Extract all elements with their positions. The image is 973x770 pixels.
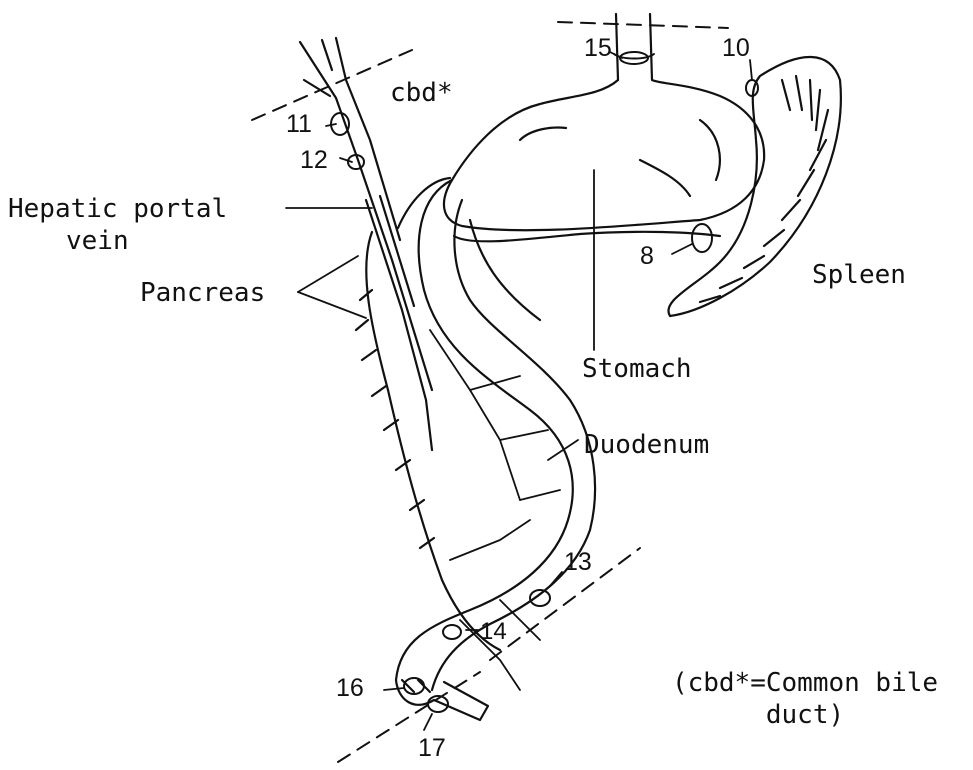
label-spleen: Spleen xyxy=(812,262,906,288)
ligature-label-12: 12 xyxy=(300,148,328,173)
intestine-tail xyxy=(402,680,488,720)
ligature-label-16: 16 xyxy=(336,676,364,701)
ligature-14 xyxy=(443,625,461,639)
ligature-label-10: 10 xyxy=(722,36,750,61)
label-pancreas: Pancreas xyxy=(140,280,265,306)
cut-line-top xyxy=(558,22,728,28)
label-stomach: Stomach xyxy=(582,356,692,382)
ligature-label-15: 15 xyxy=(584,36,612,61)
ligature-8 xyxy=(692,224,712,252)
ligature-label-14: 14 xyxy=(480,620,507,644)
label-duodenum: Duodenum xyxy=(584,432,709,458)
ligature-label-13: 13 xyxy=(564,550,592,575)
footnote-line1: (cbd*=Common bile xyxy=(640,670,970,696)
label-hepatic-portal-vein-line1: Hepatic portal xyxy=(8,196,227,222)
footnote-line2: duct) xyxy=(640,702,970,728)
footnote: (cbd*=Common bile duct) xyxy=(640,670,970,728)
label-hepatic-portal-vein-line2: vein xyxy=(66,228,129,254)
cut-line-top-left xyxy=(252,50,412,120)
label-cbd: cbd* xyxy=(390,80,453,106)
ligature-label-17: 17 xyxy=(418,736,446,761)
ligature-label-8: 8 xyxy=(640,244,654,269)
ligatures xyxy=(331,52,758,712)
ligature-label-11: 11 xyxy=(286,112,312,137)
